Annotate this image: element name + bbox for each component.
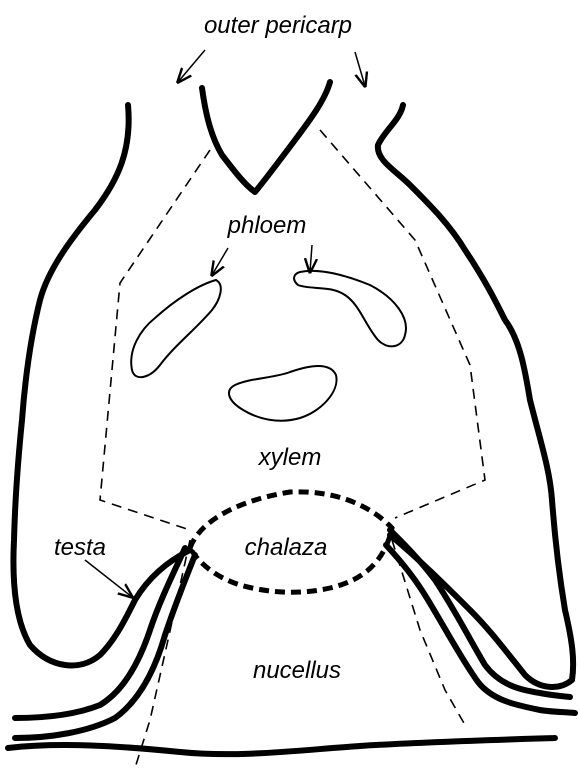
label-xylem: xylem: [258, 444, 322, 471]
testa-arrow: [85, 560, 132, 597]
label-chalaza: chalaza: [245, 534, 328, 561]
outer-pericarp-notch: [202, 82, 330, 192]
outer-pericarp-arrow-right: [355, 52, 365, 86]
phloem-arrow-left: [212, 248, 228, 275]
phloem-lobe-right: [294, 271, 406, 346]
testa-right-outer: [390, 530, 570, 697]
phloem-lobe-left: [131, 280, 221, 377]
xylem-lobe-center: [229, 366, 337, 421]
label-nucellus: nucellus: [253, 657, 341, 684]
outer-pericarp-left-wall: [13, 105, 190, 665]
xylem-boundary-dashed: [100, 150, 210, 530]
outer-pericarp-arrow-left: [178, 50, 205, 82]
label-phloem: phloem: [227, 212, 307, 239]
phloem-arrow-right: [310, 245, 312, 272]
label-testa: testa: [54, 534, 106, 561]
label-outer-pericarp: outer pericarp: [204, 12, 352, 39]
xylem-boundary-dashed-right: [320, 130, 485, 518]
outer-pericarp-right-wall: [378, 105, 573, 687]
bottom-band: [8, 738, 555, 754]
